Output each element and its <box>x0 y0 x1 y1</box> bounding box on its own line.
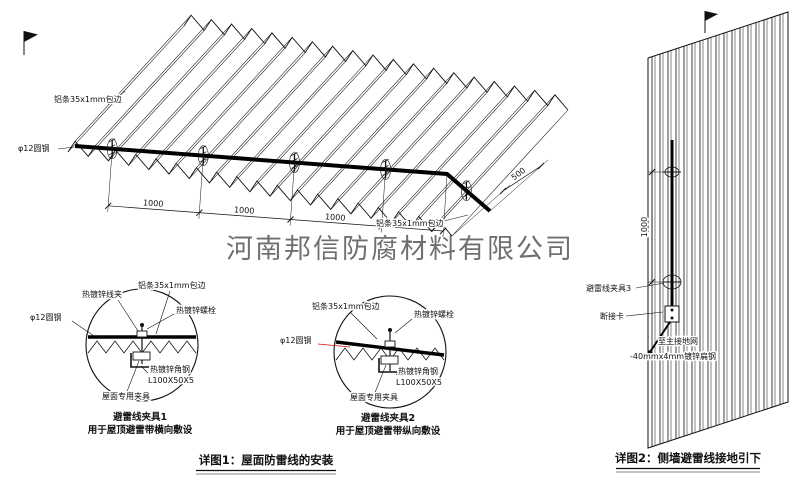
roof-dimension-lines <box>104 148 448 238</box>
roof-labels: 铝条35x1mm包边 φ12圆钢 铝条35x1mm包边 <box>17 90 469 230</box>
label-round-steel-roof: φ12圆钢 <box>18 143 49 153</box>
detail2-title: 避雷线夹具2 <box>361 412 415 424</box>
label-alum-strip-right: 铝条35x1mm包边 <box>376 218 444 228</box>
company-watermark: 河南邦信防腐材料有限公司 <box>226 234 574 265</box>
detail1-title: 避雷线夹具1 <box>113 411 167 423</box>
label-wire-clip: 热镀锌线夹 <box>82 289 122 299</box>
label-round-steel-d1: φ12圆钢 <box>30 312 61 322</box>
red-leader-line <box>317 343 351 348</box>
wall-downlead: 1000 避雷线夹具3 断接卡 至主接地网 -40mmx4mm镀锌扁钢 <box>585 140 718 363</box>
flag-marker-icon <box>704 11 718 33</box>
label-angle-spec-d1: L100X50X5 <box>148 376 194 385</box>
label-clamp3: 避雷线夹具3 <box>586 283 631 293</box>
label-alum-strip-d2: 铝条35x1mm包边 <box>312 301 380 311</box>
label-angle-steel-d1: 热镀锌角钢 <box>150 364 190 374</box>
label-angle-steel-d2: 热镀锌角钢 <box>398 366 438 376</box>
dim-500-a: 500 <box>404 218 420 228</box>
dim-500-b: 500 <box>510 166 528 182</box>
dim-1000-a: 1000 <box>143 198 164 209</box>
detail-clamp1: 热镀锌线夹 铝条35x1mm包边 热镀锌螺栓 φ12圆钢 热镀锌角钢 L100X… <box>29 279 218 437</box>
roof-corrugated-sheet <box>67 14 569 237</box>
detail-clamp2: 铝条35x1mm包边 热镀锌螺栓 φ12圆钢 热镀锌角钢 L100X50X5 屋… <box>279 295 456 437</box>
roof-dimension-texts: 1000 1000 1000 500 500 <box>143 159 549 237</box>
label-angle-spec-d2: L100X50X5 <box>396 378 442 387</box>
dim-1000-wall: 1000 <box>640 217 649 237</box>
caption-detail1-text: 详图1：屋面防雷线的安装 <box>199 453 334 467</box>
label-alum-strip-d1: 铝条35x1mm包边 <box>138 280 206 290</box>
caption-detail1: 详图1：屋面防雷线的安装 <box>196 453 336 475</box>
roof-conductor-clamps <box>106 138 472 201</box>
label-flat-steel: -40mmx4mm镀锌扁钢 <box>630 351 716 361</box>
wall-corrugated-panel <box>647 11 789 449</box>
label-to-main-ground: 至主接地网 <box>658 336 698 346</box>
label-bolt-d1: 热镀锌螺栓 <box>176 305 216 315</box>
detail2-subtitle: 用于屋顶避雷带纵向敷设 <box>335 425 441 437</box>
dim-1000-c: 1000 <box>325 212 346 223</box>
label-alum-strip-top: 铝条35x1mm包边 <box>54 94 122 104</box>
label-bolt-d2: 热镀锌螺栓 <box>414 309 454 319</box>
dim-1000-b: 1000 <box>234 205 255 216</box>
label-round-steel-d2-red: φ12圆钢 <box>280 335 311 345</box>
caption-detail2-text: 详图2：侧墙避雷线接地引下 <box>615 451 762 465</box>
flag-marker-icon <box>23 31 38 55</box>
detail1-subtitle: 用于屋顶避雷带横向敷设 <box>87 424 193 436</box>
label-roof-clamp-d1: 屋面专用夹具 <box>102 391 150 401</box>
label-roof-clamp-d2: 屋面专用夹具 <box>350 392 398 402</box>
caption-detail2: 详图2：侧墙避雷线接地引下 <box>615 451 762 473</box>
label-disconnect-card: 断接卡 <box>600 311 624 321</box>
